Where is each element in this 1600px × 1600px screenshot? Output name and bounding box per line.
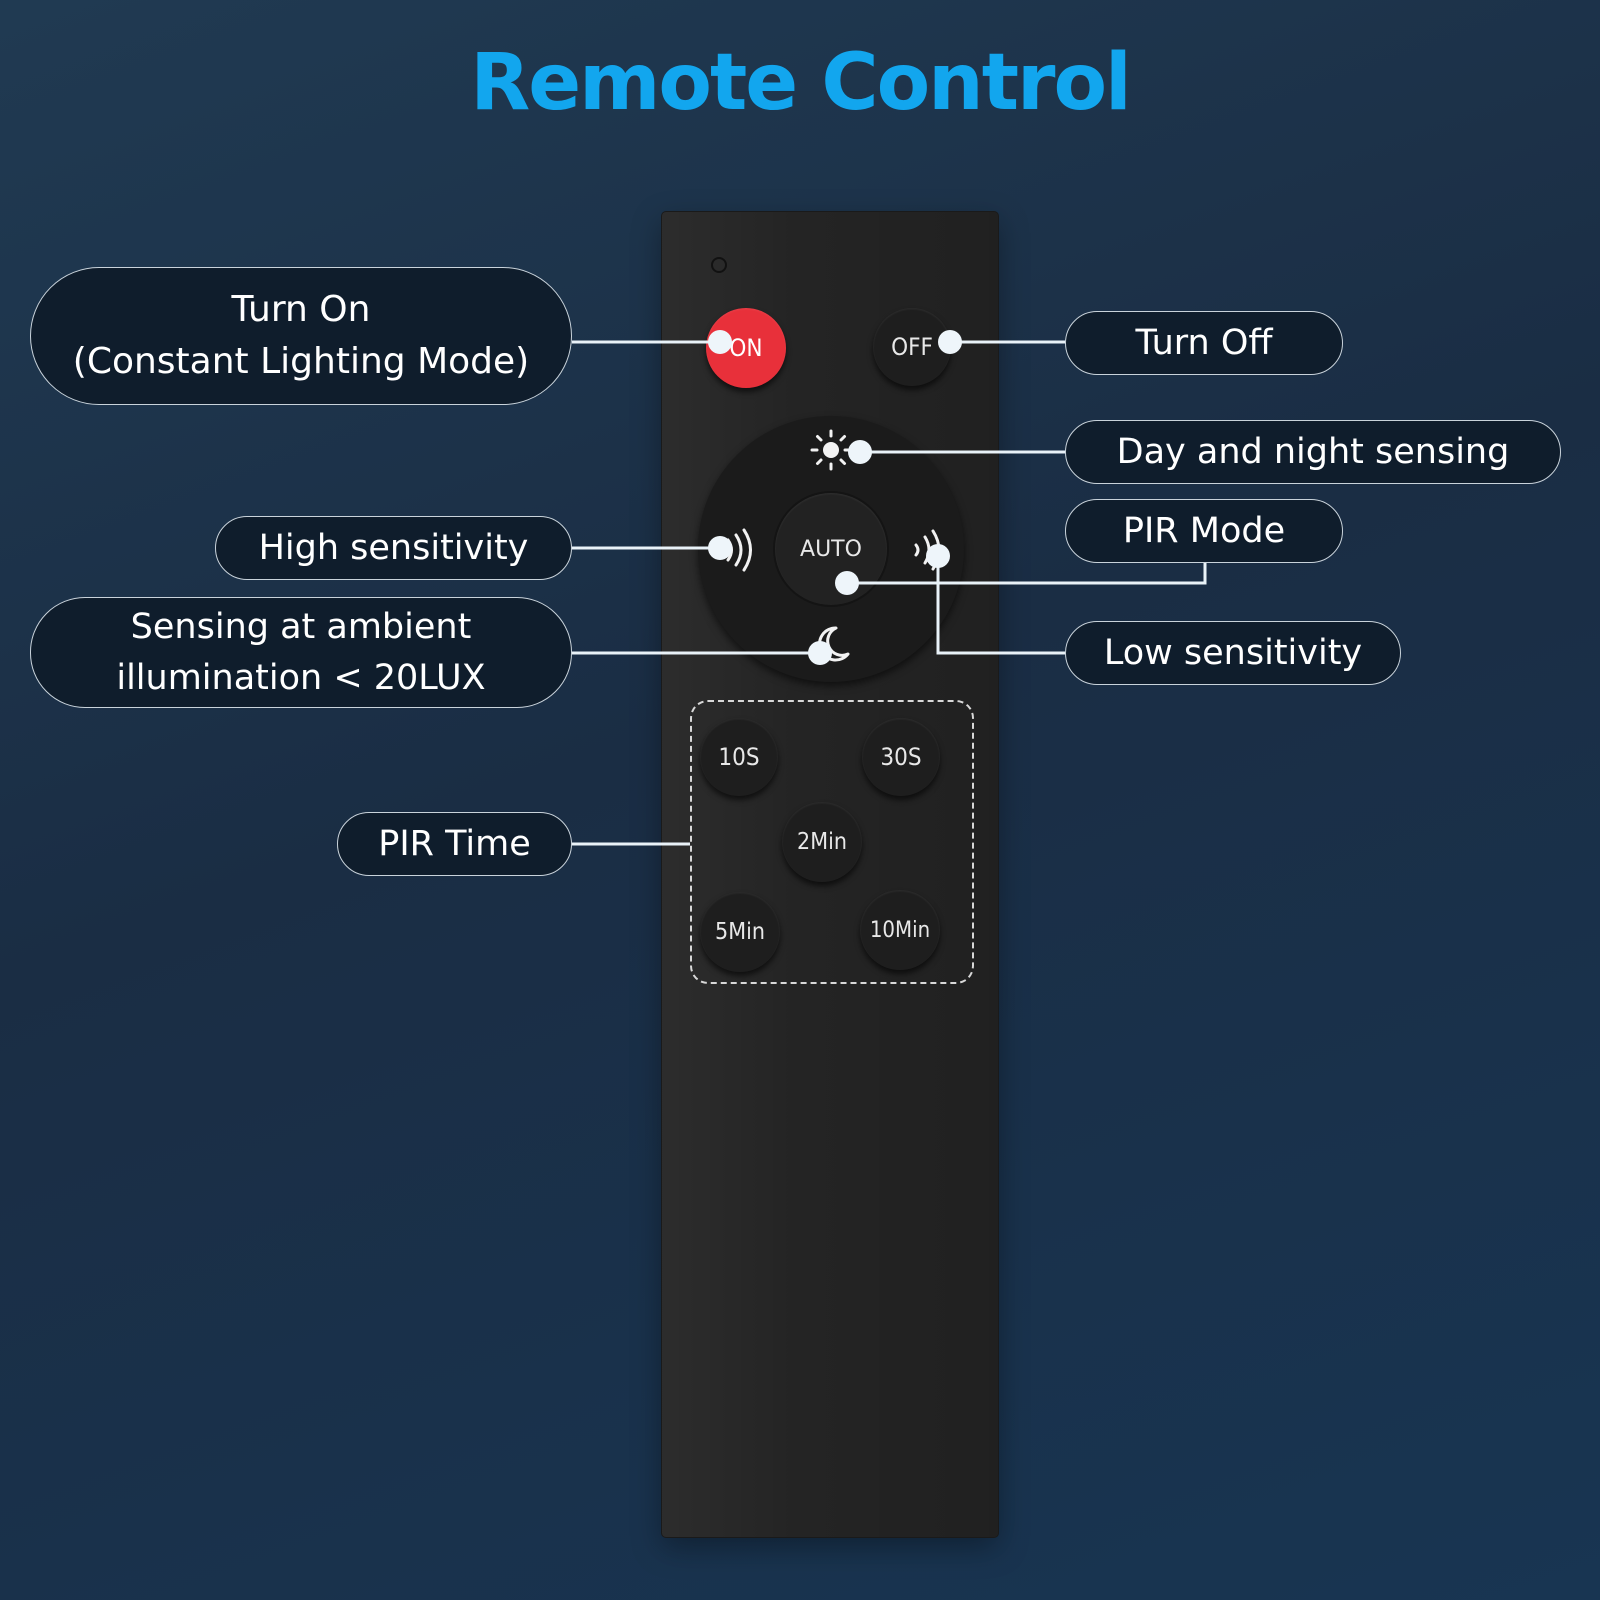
callout-pir-time: PIR Time [337,812,572,876]
sun-icon[interactable] [809,428,853,472]
callout-ambient-line1: Sensing at ambient [130,606,472,647]
callout-ambient-line2: illumination < 20LUX [116,657,486,698]
moon-icon[interactable] [810,622,854,666]
callout-turn-on-line1: Turn On [231,288,371,330]
timer-30s-button[interactable]: 30S [862,718,940,796]
timer-5min-button[interactable]: 5Min [700,892,780,972]
callout-ambient-sensing: Sensing at ambient illumination < 20LUX [30,597,572,708]
callout-pir-mode: PIR Mode [1065,499,1343,563]
auto-button[interactable]: AUTO [775,493,887,605]
timer-2min-button[interactable]: 2Min [782,802,862,882]
timer-10s-button[interactable]: 10S [700,718,778,796]
callout-high-sensitivity: High sensitivity [215,516,572,580]
mode-dial: AUTO [698,416,964,682]
callout-turn-on-line2: (Constant Lighting Mode) [72,341,530,382]
pir-time-group [690,700,974,984]
ir-led [711,257,727,273]
callout-low-sensitivity: Low sensitivity [1065,621,1401,685]
callout-day-night: Day and night sensing [1065,420,1561,484]
off-button[interactable]: OFF [873,308,951,386]
timer-10min-button[interactable]: 10Min [860,890,940,970]
callout-turn-on: Turn On (Constant Lighting Mode) [30,267,572,405]
page-title: Remote Control [470,38,1132,128]
callout-turn-off: Turn Off [1065,311,1343,375]
